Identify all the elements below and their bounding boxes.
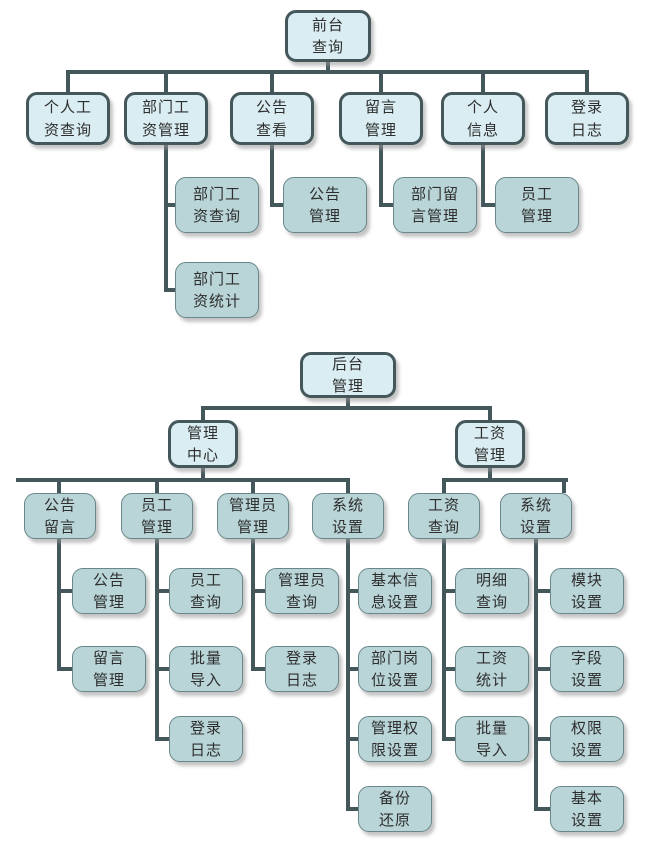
connector-line: [164, 288, 175, 292]
node-message-mgmt-back: 留言 管理: [72, 646, 146, 692]
node-message-mgmt: 留言 管理: [339, 92, 423, 145]
connector-line: [379, 145, 383, 207]
connector-line: [164, 70, 168, 92]
connector-line: [534, 667, 550, 671]
node-admin-query: 管理员 查询: [265, 568, 339, 614]
node-salary-mgmt: 工资 管理: [455, 420, 525, 468]
node-salary-query: 工资 查询: [408, 493, 480, 539]
node-employee-mgmt: 员工 管理: [495, 177, 579, 233]
connector-line: [442, 667, 455, 671]
connector-line: [488, 406, 492, 420]
connector-line: [155, 667, 169, 671]
connector-line: [251, 478, 255, 493]
node-dept-message-mgmt: 部门留 言管理: [393, 177, 477, 233]
connector-line: [16, 478, 350, 482]
node-system-settings-right: 系统 设置: [500, 493, 572, 539]
connector-line: [201, 406, 492, 410]
node-employee-query: 员工 查询: [169, 568, 243, 614]
node-announcement-mgmt: 公告 管理: [283, 177, 367, 233]
connector-line: [155, 737, 169, 741]
node-front-query: 前台 查询: [285, 10, 371, 62]
connector-line: [155, 589, 169, 593]
connector-line: [562, 478, 566, 493]
connector-line: [442, 589, 455, 593]
connector-line: [164, 145, 168, 292]
node-mgmt-center: 管理 中心: [168, 420, 238, 468]
node-announcement-message: 公告 留言: [24, 493, 96, 539]
node-detail-query: 明细 查询: [455, 568, 529, 614]
node-announcement-view: 公告 查看: [230, 92, 314, 145]
node-dept-salary-query: 部门工 资查询: [175, 177, 259, 233]
node-employee-mgmt-back: 员工 管理: [121, 493, 193, 539]
node-backup-restore: 备份 还原: [358, 786, 432, 832]
connector-line: [57, 478, 61, 493]
connector-line: [346, 667, 358, 671]
connector-line: [488, 466, 492, 482]
node-login-log-employee: 登录 日志: [169, 716, 243, 762]
connector-line: [346, 398, 350, 410]
connector-line: [66, 70, 70, 92]
connector-line: [534, 589, 550, 593]
connector-line: [57, 667, 72, 671]
node-salary-stats: 工资 统计: [455, 646, 529, 692]
connector-line: [481, 145, 485, 207]
connector-line: [346, 737, 358, 741]
node-login-log: 登录 日志: [545, 92, 629, 145]
connector-line: [481, 70, 485, 92]
node-dept-salary-mgmt: 部门工 资管理: [124, 92, 208, 145]
connector-line: [346, 589, 358, 593]
connector-line: [251, 667, 265, 671]
connector-line: [534, 737, 550, 741]
connector-line: [164, 203, 175, 207]
node-system-settings-left: 系统 设置: [312, 493, 384, 539]
node-admin-mgmt: 管理员 管理: [217, 493, 289, 539]
node-perm-settings: 权限 设置: [550, 716, 624, 762]
node-announcement-mgmt-back: 公告 管理: [72, 568, 146, 614]
node-basic-settings: 基本 设置: [550, 786, 624, 832]
node-dept-post-settings: 部门岗 位设置: [358, 646, 432, 692]
node-dept-salary-stats: 部门工 资统计: [175, 262, 259, 318]
connector-line: [442, 737, 455, 741]
node-batch-import-employee: 批量 导入: [169, 646, 243, 692]
connector-line: [534, 539, 538, 811]
connector-line: [481, 203, 495, 207]
connector-line: [201, 406, 205, 420]
connector-line: [379, 203, 393, 207]
node-personal-salary-query: 个人工 资查询: [26, 92, 110, 145]
connector-line: [346, 539, 350, 811]
connector-line: [201, 466, 205, 482]
connector-line: [442, 478, 446, 493]
node-module-settings: 模块 设置: [550, 568, 624, 614]
node-field-settings: 字段 设置: [550, 646, 624, 692]
connector-line: [346, 478, 350, 493]
connector-line: [270, 145, 274, 207]
node-batch-import-salary: 批量 导入: [455, 716, 529, 762]
connector-line: [270, 70, 274, 92]
connector-line: [66, 70, 589, 74]
connector-line: [326, 62, 330, 74]
node-back-mgmt: 后台 管理: [300, 352, 396, 398]
node-admin-perm-settings: 管理权 限设置: [358, 716, 432, 762]
connector-line: [57, 539, 61, 671]
connector-line: [270, 203, 283, 207]
node-basic-info-settings: 基本信 息设置: [358, 568, 432, 614]
connector-line: [155, 478, 159, 493]
connector-line: [534, 807, 550, 811]
connector-line: [57, 589, 72, 593]
connector-line: [585, 70, 589, 92]
connector-line: [346, 807, 358, 811]
connector-line: [155, 539, 159, 741]
node-login-log-admin: 登录 日志: [265, 646, 339, 692]
node-personal-info: 个人 信息: [441, 92, 525, 145]
connector-line: [379, 70, 383, 92]
connector-line: [251, 539, 255, 671]
connector-line: [442, 539, 446, 741]
connector-line: [251, 589, 265, 593]
connector-line: [442, 478, 568, 482]
